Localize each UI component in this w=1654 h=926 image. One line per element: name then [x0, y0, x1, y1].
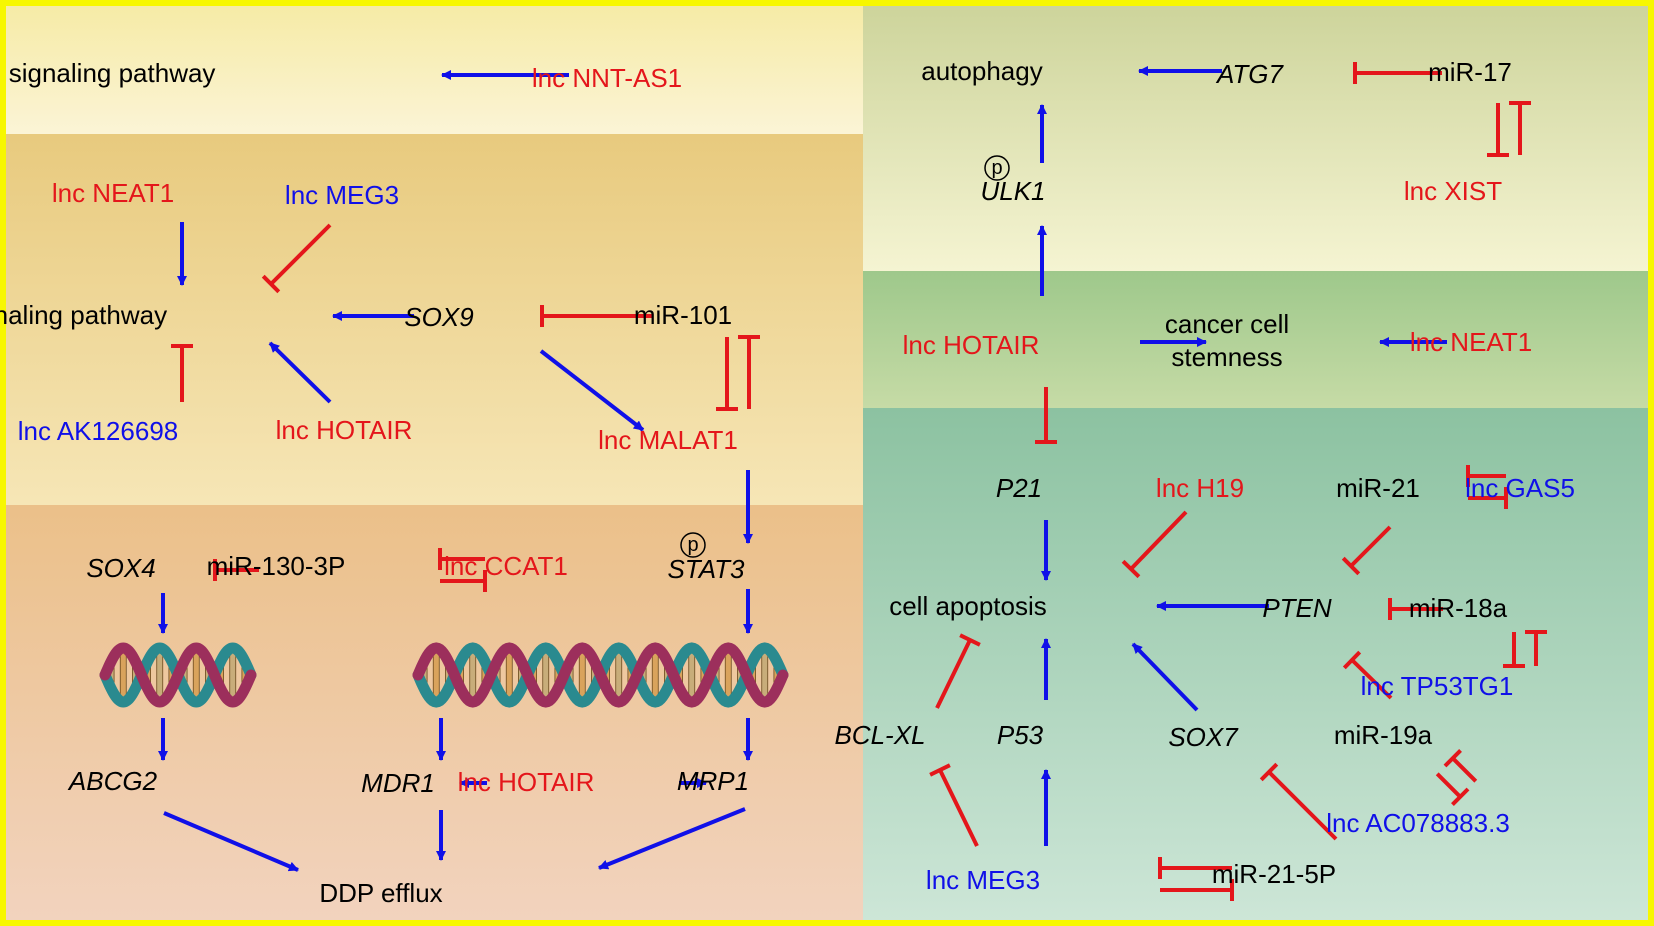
arrow-hotair-to-wnt [268, 341, 332, 404]
arrow-sox7-to-apoptosis [1131, 642, 1199, 712]
mutual-inhibit-mir18a-tp53tg1 [1525, 630, 1547, 666]
arrow-sox9-to-malat1 [539, 349, 645, 432]
inhibit-hotair-p21 [1035, 387, 1057, 444]
inhibit-mir21-5p-sox7 [1259, 762, 1338, 841]
node-ddp-efflux: DDP efflux [319, 878, 442, 908]
svg-text:p: p [991, 157, 1002, 179]
left-band-efflux [6, 505, 863, 920]
svg-text:p: p [687, 534, 698, 556]
dna-double-helix-icon [99, 642, 257, 708]
mutual-inhibit-mir21-gas5 [1468, 487, 1508, 509]
node-sox7: SOX7 [1168, 722, 1239, 752]
node-cancer-cell-stemness-line1: cancer cell [1165, 309, 1289, 339]
inhibit-mir19a-pten [1342, 650, 1393, 700]
node-mir-130-3p: miR-130-3P [207, 551, 346, 581]
node-bcl-xl: BCL-XL [834, 720, 925, 750]
node-lnc-neat1-right: lnc NEAT1 [1410, 327, 1532, 357]
node-lnc-tp53tg1: lnc TP53TG1 [1361, 671, 1514, 701]
node-lnc-xist: lnc XIST [1404, 176, 1502, 206]
node-lnc-ac078883: lnc AC078883.3 [1326, 808, 1510, 838]
right-band-stemness [863, 271, 1648, 408]
node-lnc-malat1: lnc MALAT1 [598, 425, 738, 455]
node-lnc-ak126698: lnc AK126698 [18, 416, 178, 446]
inhibit-mir130-sox4 [213, 559, 259, 581]
node-stat3: STAT3 [667, 554, 745, 584]
mutual-inhibit-mir18a-tp53tg1 [1503, 632, 1525, 668]
right-band-autophagy [863, 6, 1648, 271]
node-cancer-cell-stemness-line2: stemness [1171, 342, 1282, 372]
node-mir-19a: miR-19a [1334, 720, 1433, 750]
node-mrp1: MRP1 [677, 766, 749, 796]
node-p21: P21 [996, 473, 1042, 503]
node-ulk1: ULK1 [980, 176, 1045, 206]
mutual-inhibit-meg3-mir21-5p [1160, 879, 1234, 901]
node-lnc-nnt-as1: lnc NNT-AS1 [532, 63, 682, 93]
inhibit-meg3-wnt [261, 223, 332, 294]
inhibit-bclxl-apoptosis [935, 633, 981, 709]
node-lnc-h19: lnc H19 [1156, 473, 1244, 503]
node-sox9: SOX9 [404, 302, 473, 332]
mutual-inhibit-mir19a-ac078883 [1443, 749, 1478, 783]
node-lnc-meg3-right: lnc MEG3 [926, 865, 1040, 895]
inhibit-h19-apoptosis [1121, 510, 1188, 579]
mutual-inhibit-mir17-xist [1509, 101, 1531, 155]
node-mir-101: miR-101 [634, 300, 732, 330]
node-lnc-ccat1: lnc CCAT1 [444, 551, 568, 581]
mutual-inhibit-meg3-mir21-5p [1158, 857, 1232, 879]
dna-double-helix-icon [412, 642, 789, 708]
edges-layer [158, 62, 1547, 901]
node-lnc-hotair-left: lnc HOTAIR [276, 415, 413, 445]
left-band-mapk [6, 6, 863, 134]
node-mir-17: miR-17 [1428, 57, 1512, 87]
mutual-inhibit-mir19a-ac078883 [1435, 772, 1470, 806]
arrow-mrp1-to-ddp [598, 807, 746, 870]
inhibit-mir17-atg7 [1353, 62, 1442, 84]
inhibit-mir21-pten [1341, 525, 1392, 576]
circled-p-icon: p [680, 532, 706, 558]
node-atg7: ATG7 [1215, 59, 1285, 89]
mutual-inhibit-mir101-malat1 [738, 335, 760, 409]
inhibit-meg3-bclxl [929, 763, 979, 847]
node-sox4: SOX4 [86, 553, 155, 583]
mutual-inhibit-mir17-xist [1487, 103, 1509, 157]
arrow-abcg2-to-ddp [163, 811, 299, 872]
node-lnc-hotair-middle: lnc HOTAIR [458, 767, 595, 797]
inhibit-ak126698-wnt [171, 344, 193, 402]
node-autophagy: autophagy [921, 56, 1042, 86]
inhibit-mir101-sox9 [540, 305, 652, 327]
node-mir-21-5p: miR-21-5P [1212, 859, 1336, 889]
node-abcg2: ABCG2 [67, 766, 158, 796]
node-mapk-slug-pathway: MAPK/Slug signaling pathway [0, 58, 215, 88]
inhibit-mir18a-pten [1388, 598, 1443, 620]
node-pten: PTEN [1262, 593, 1332, 623]
node-p53: P53 [997, 720, 1044, 750]
node-mdr1: MDR1 [361, 768, 435, 798]
node-cell-apoptosis: cell apoptosis [889, 591, 1047, 621]
node-lnc-neat1-left: lnc NEAT1 [52, 178, 174, 208]
mutual-inhibit-mir101-malat1 [716, 337, 738, 411]
mutual-inhibit-mir130-ccat1 [440, 570, 487, 592]
node-lnc-gas5: lnc GAS5 [1465, 473, 1575, 503]
node-mir-21: miR-21 [1336, 473, 1420, 503]
mutual-inhibit-mir21-gas5 [1466, 465, 1506, 487]
node-lnc-hotair-right: lnc HOTAIR [903, 330, 1040, 360]
node-lnc-meg3-left: lnc MEG3 [285, 180, 399, 210]
mutual-inhibit-mir130-ccat1 [438, 548, 485, 570]
node-mir-18a: miR-18a [1409, 593, 1508, 623]
left-band-wnt [6, 134, 863, 505]
circled-p-icon: p [984, 155, 1010, 181]
node-wnt-pathway: Wnt signaling pathway [0, 300, 167, 330]
